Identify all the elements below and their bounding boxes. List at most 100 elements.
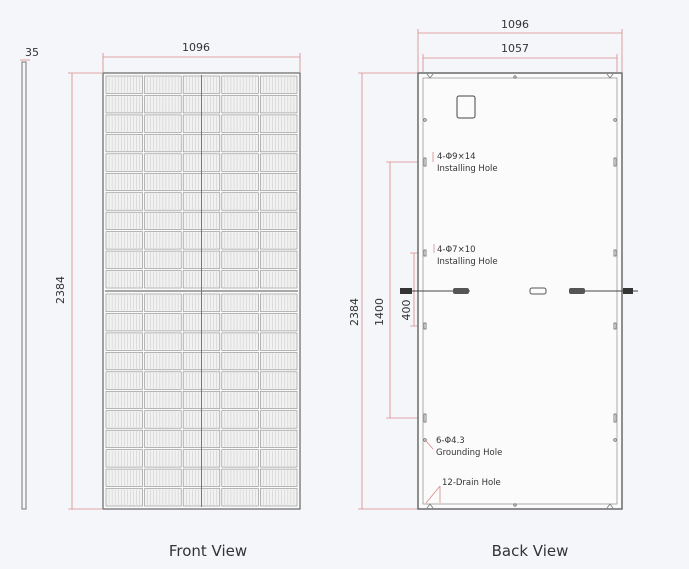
- cell-texture: [108, 392, 140, 408]
- back-height-dim: 2384: [348, 298, 361, 326]
- install-hole-a-label: Installing Hole: [437, 164, 498, 174]
- hole-spacing-dim: 1400: [373, 298, 386, 326]
- side-profile: 35: [20, 46, 39, 510]
- cell-texture: [263, 154, 295, 171]
- cell-texture: [147, 450, 179, 467]
- cell-texture: [263, 213, 295, 229]
- install-hole-a-spec: 4-Φ9×14: [437, 152, 476, 162]
- connector-left: [400, 288, 412, 294]
- cell-texture: [108, 372, 140, 389]
- cell-texture: [186, 333, 217, 350]
- cell-texture: [224, 174, 256, 190]
- cell-texture: [224, 353, 256, 369]
- grounding-spec: 6-Φ4.3: [436, 436, 465, 446]
- cell-texture: [108, 333, 140, 350]
- cell-texture: [108, 450, 140, 467]
- back-view: 1096 1057 2384 1400 400: [348, 18, 638, 510]
- cell-texture: [147, 252, 179, 268]
- cell-texture: [186, 174, 217, 190]
- cell-texture: [224, 213, 256, 229]
- cell-texture: [224, 295, 256, 311]
- cell-texture: [224, 271, 256, 287]
- cell-texture: [108, 470, 140, 486]
- cell-texture: [224, 232, 256, 249]
- junction-box: [456, 95, 476, 119]
- drain-label: 12-Drain Hole: [442, 478, 501, 488]
- cell-texture: [224, 252, 256, 268]
- cell-texture: [147, 232, 179, 249]
- cell-texture: [263, 174, 295, 190]
- cell-texture: [108, 489, 140, 505]
- cell-texture: [263, 135, 295, 151]
- cell-texture: [147, 213, 179, 229]
- cell-texture: [108, 154, 140, 171]
- cell-texture: [224, 392, 256, 408]
- cell-texture: [108, 115, 140, 132]
- cell-texture: [108, 174, 140, 190]
- cell-texture: [108, 353, 140, 369]
- cell-texture: [108, 411, 140, 428]
- cell-texture: [186, 353, 217, 369]
- cell-texture: [263, 314, 295, 330]
- cell-texture: [263, 450, 295, 467]
- cell-texture: [263, 77, 295, 93]
- cell-texture: [147, 470, 179, 486]
- back-view-caption: Back View: [492, 542, 569, 560]
- cell-texture: [108, 77, 140, 93]
- cell-texture: [224, 470, 256, 486]
- cell-texture: [263, 193, 295, 210]
- cell-texture: [147, 333, 179, 350]
- cell-texture: [224, 411, 256, 428]
- cell-texture: [147, 115, 179, 132]
- side-frame: [21, 61, 27, 510]
- cell-texture: [108, 431, 140, 447]
- cell-texture: [263, 271, 295, 287]
- cell-texture: [263, 431, 295, 447]
- cell-texture: [186, 154, 217, 171]
- cell-texture: [263, 115, 295, 132]
- cell-texture: [224, 372, 256, 389]
- cable-clip-left: [453, 288, 469, 294]
- cell-texture: [147, 154, 179, 171]
- cell-texture: [224, 77, 256, 93]
- cell-texture: [147, 411, 179, 428]
- cell-texture: [147, 295, 179, 311]
- cell-texture: [224, 333, 256, 350]
- cell-texture: [108, 96, 140, 112]
- cell-texture: [224, 314, 256, 330]
- cell-texture: [224, 489, 256, 505]
- install-hole-b-label: Installing Hole: [437, 257, 498, 267]
- install-hole-b-spec: 4-Φ7×10: [437, 245, 476, 255]
- cell-texture: [147, 431, 179, 447]
- cell-texture: [186, 135, 217, 151]
- small-hole-spacing-dim: 400: [400, 300, 413, 321]
- thickness-dim: 35: [25, 46, 39, 59]
- cell-texture: [186, 431, 217, 447]
- cell-texture: [263, 252, 295, 268]
- cell-texture: [263, 232, 295, 249]
- cable-clip-right: [569, 288, 585, 294]
- front-view: 1096 2384: [54, 41, 301, 510]
- cell-texture: [263, 372, 295, 389]
- cell-texture: [224, 193, 256, 210]
- cell-texture: [263, 353, 295, 369]
- cell-texture: [263, 392, 295, 408]
- cable-clip-mid: [529, 287, 547, 295]
- cell-texture: [108, 135, 140, 151]
- cell-texture: [186, 96, 217, 112]
- cell-texture: [147, 174, 179, 190]
- connector-right: [623, 288, 633, 294]
- cell-texture: [147, 314, 179, 330]
- cell-texture: [147, 77, 179, 93]
- cell-texture: [263, 295, 295, 311]
- cell-texture: [224, 154, 256, 171]
- corner-marks: [426, 73, 614, 509]
- cell-texture: [263, 96, 295, 112]
- front-width-dim: 1096: [182, 41, 210, 54]
- cell-texture: [263, 333, 295, 350]
- cell-texture: [108, 295, 140, 311]
- cell-texture: [147, 96, 179, 112]
- cell-texture: [108, 271, 140, 287]
- cell-texture: [108, 232, 140, 249]
